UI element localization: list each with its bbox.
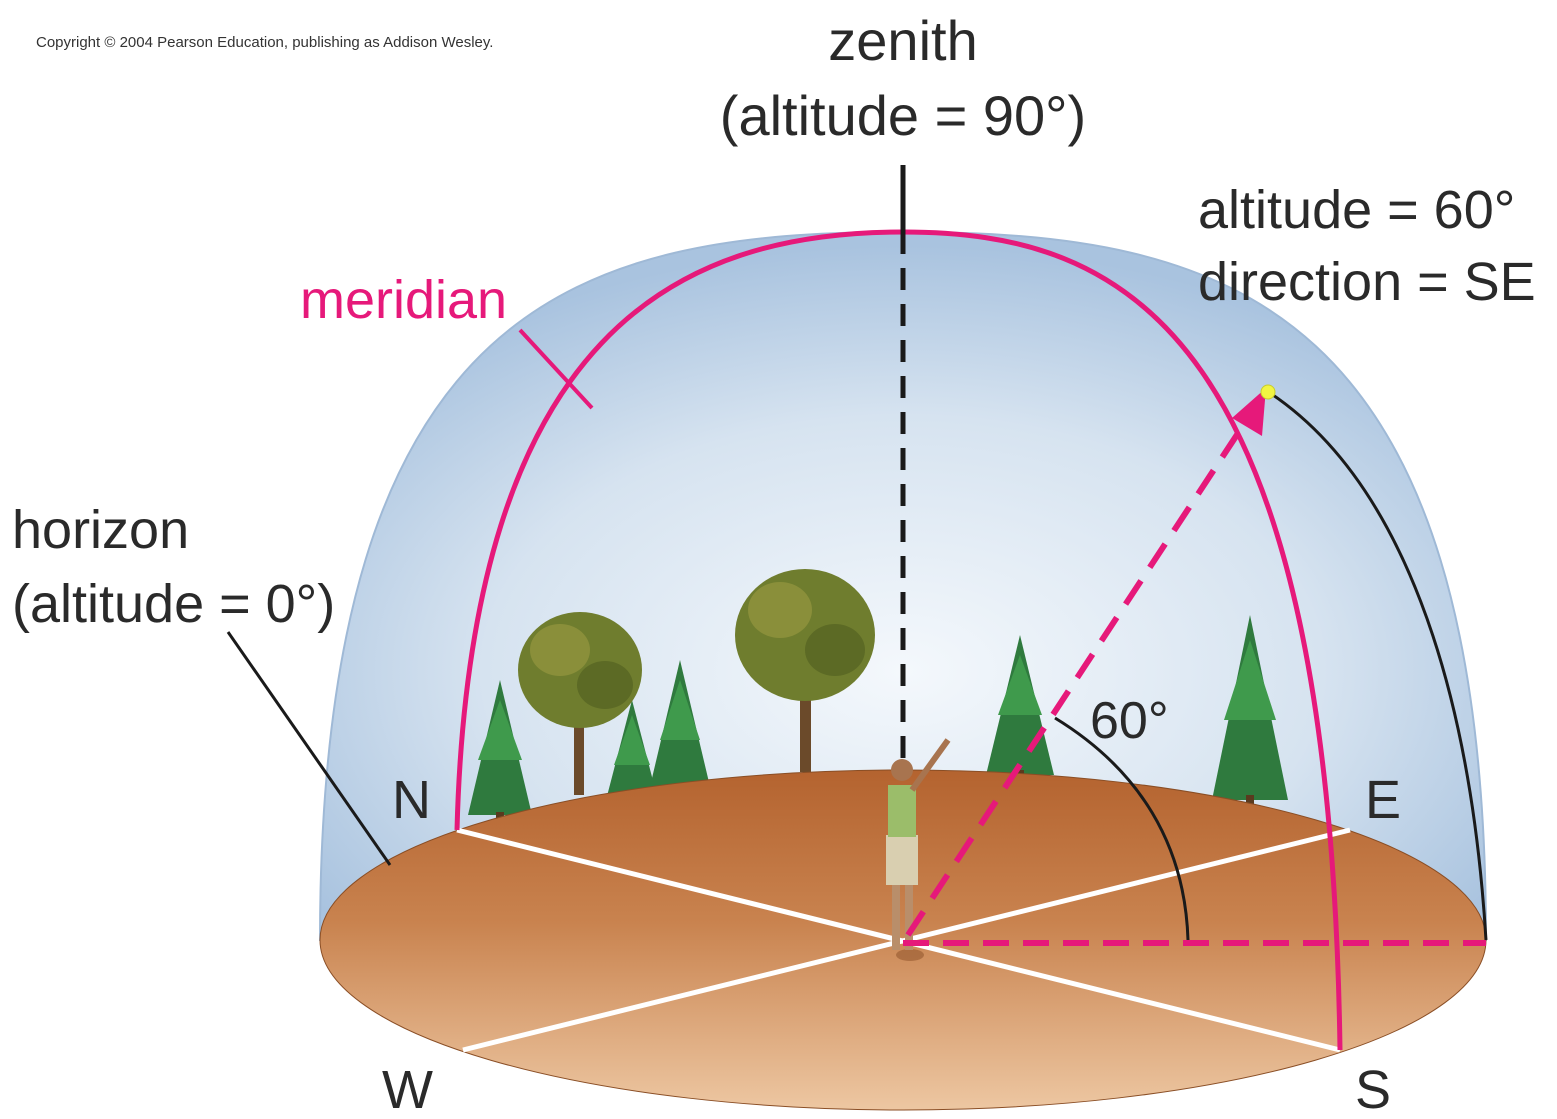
copyright-notice: Copyright © 2004 Pearson Education, publ…: [36, 34, 494, 51]
horizon-altitude-label: (altitude = 0°): [12, 574, 335, 634]
star-sightline-arrow: [905, 416, 1251, 937]
west-label: W: [382, 1060, 433, 1119]
horizon-leader-line: [226, 631, 392, 866]
arrowhead-icon: [1232, 388, 1266, 436]
zenith-altitude-label: (altitude = 90°): [720, 84, 1086, 147]
deciduous-tree-icon: [518, 612, 642, 795]
star-direction-label: direction = SE: [1198, 252, 1536, 312]
star-altitude-label: altitude = 60°: [1198, 180, 1515, 240]
angle-label: 60°: [1090, 692, 1169, 750]
meridian-arc: [454, 229, 1343, 1051]
north-label: N: [392, 770, 431, 830]
angle-arc: [1054, 716, 1190, 941]
south-label: S: [1355, 1060, 1391, 1119]
zenith-label: zenith: [828, 9, 977, 72]
horizon-label: horizon: [12, 500, 189, 560]
tree-group: [468, 569, 1288, 826]
east-label: E: [1365, 770, 1401, 830]
observer-person: [886, 738, 951, 961]
altitude-arc: [1269, 391, 1488, 941]
deciduous-tree-icon: [735, 569, 875, 772]
meridian-leader-line: [518, 328, 594, 410]
meridian-label: meridian: [300, 270, 507, 330]
conifer-tree-icon: [606, 700, 658, 800]
conifer-tree-icon: [1212, 615, 1288, 809]
star-icon: [1260, 384, 1276, 400]
